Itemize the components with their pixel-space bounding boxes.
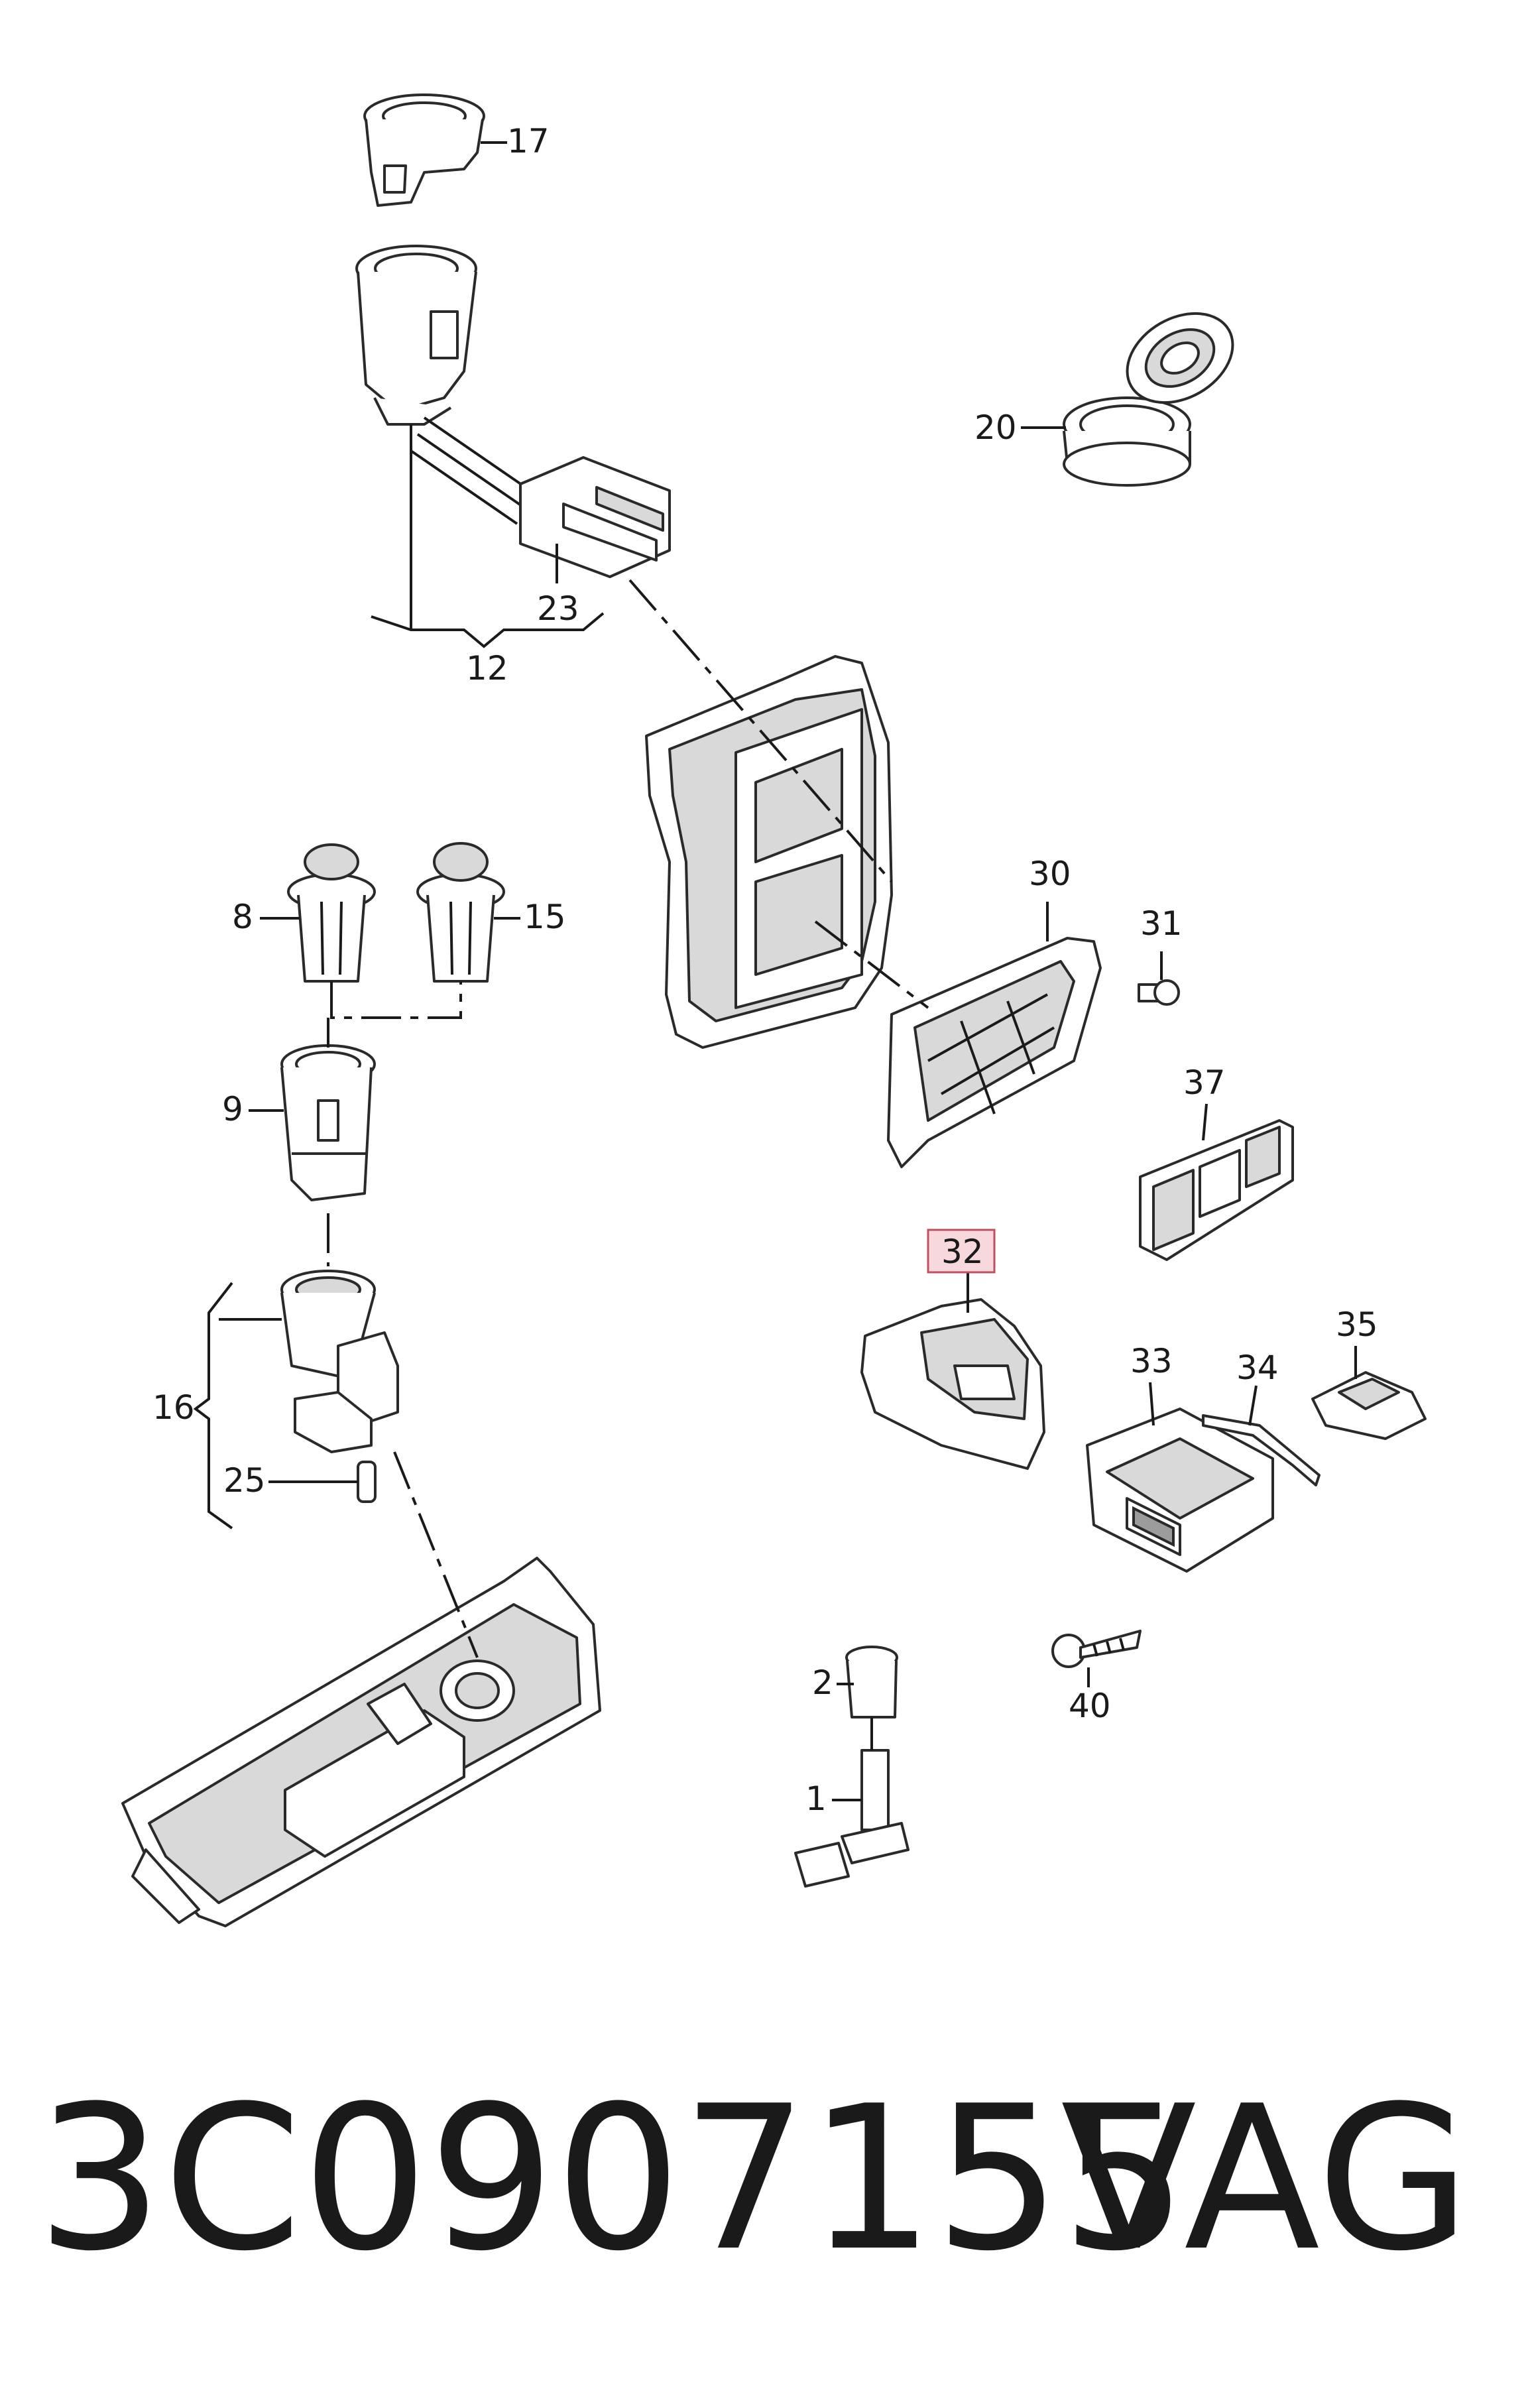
callout-16: 16 <box>152 1388 195 1427</box>
callout-8: 8 <box>232 898 253 936</box>
callout-31: 31 <box>1140 904 1183 943</box>
callout-37: 37 <box>1183 1063 1226 1102</box>
part-16-socket-assembly <box>280 1270 399 1453</box>
callout-33: 33 <box>1130 1342 1173 1380</box>
callout-35: 35 <box>1336 1305 1378 1344</box>
part-2-bulb-holder <box>845 1646 898 1718</box>
part-number: 3C0907155 <box>36 2063 1187 2295</box>
leader-37 <box>1202 1103 1208 1141</box>
callout-9: 9 <box>222 1090 243 1128</box>
callout-12: 12 <box>466 649 508 688</box>
assembly-line-bezel-to-30 <box>814 920 929 1009</box>
part-9-lighter-socket <box>280 1044 376 1201</box>
callout-30: 30 <box>1029 855 1071 893</box>
part-17-socket-housing <box>363 93 485 207</box>
callout-34: 34 <box>1236 1349 1279 1387</box>
leader-33 <box>1149 1382 1155 1426</box>
part-8-plug <box>287 843 376 983</box>
part-23-socket-harness <box>355 245 671 578</box>
callout-25: 25 <box>223 1461 266 1500</box>
assembly-line-23-to-bezel <box>628 579 893 883</box>
part-34-clip <box>1202 1414 1321 1486</box>
console-trim-panel <box>121 1557 601 1927</box>
callout-1: 1 <box>805 1779 827 1818</box>
part-15-plug <box>416 842 505 983</box>
part-30-retaining-frame <box>887 937 1102 1168</box>
callout-40: 40 <box>1069 1687 1111 1725</box>
assembly-line-8-15 <box>330 981 462 1019</box>
callout-15: 15 <box>524 898 566 936</box>
part-31-screw <box>1138 979 1180 1006</box>
bracket-16 <box>193 1282 233 1530</box>
part-20-socket-with-cap <box>1063 312 1234 487</box>
part-25-bulb <box>357 1461 377 1503</box>
leader-34 <box>1248 1385 1258 1426</box>
brand-label: VAG <box>1061 2063 1470 2295</box>
part-35-plug <box>1311 1371 1427 1440</box>
callout-23: 23 <box>537 589 579 628</box>
callout-17: 17 <box>507 122 550 160</box>
highlight-box-32 <box>927 1229 996 1274</box>
part-40-screw <box>1051 1630 1142 1668</box>
large-trim-bezel <box>645 655 893 1049</box>
callout-32: 32 <box>941 1233 984 1271</box>
part-32-lighter-insert <box>860 1298 1045 1470</box>
callout-2: 2 <box>812 1663 833 1702</box>
assembly-line-16-console <box>393 1451 479 1658</box>
part-33-socket-housing <box>1086 1408 1274 1573</box>
part-1-switch <box>794 1749 910 1888</box>
callout-20: 20 <box>974 408 1017 447</box>
part-37-switch-panel <box>1139 1119 1294 1261</box>
